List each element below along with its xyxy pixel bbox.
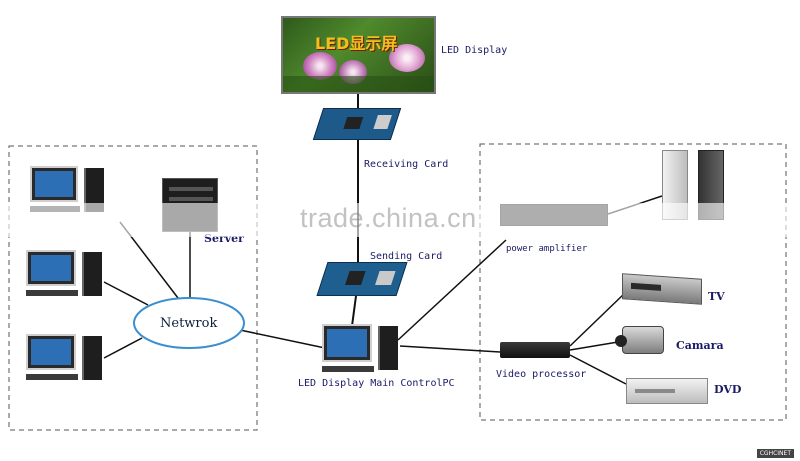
workstation-pc-3 bbox=[26, 334, 106, 386]
dvd-player-icon bbox=[626, 378, 708, 404]
tower-icon bbox=[82, 252, 102, 296]
tv-box-icon bbox=[622, 273, 702, 305]
dvd-label: DVD bbox=[714, 383, 742, 396]
tv-label: TV bbox=[708, 290, 725, 303]
leaf-bg bbox=[283, 76, 434, 92]
monitor-icon bbox=[26, 250, 76, 286]
main-control-pc bbox=[322, 324, 402, 376]
sending-card-board bbox=[316, 262, 408, 296]
flower-1 bbox=[303, 52, 337, 80]
watermark-text: trade.china.cn bbox=[300, 203, 477, 233]
receiving-card-port bbox=[373, 115, 392, 129]
monitor-icon bbox=[322, 324, 372, 362]
receiving-card-label: Receiving Card bbox=[364, 159, 449, 170]
network-label: Netwrok bbox=[160, 316, 218, 331]
led-display-label: LED Display bbox=[441, 45, 508, 56]
flower-3 bbox=[389, 44, 425, 72]
video-processor-label: Video processor bbox=[496, 369, 587, 380]
led-screen-text: LED显示屏 bbox=[315, 34, 398, 53]
videoproc-camera-link bbox=[569, 341, 619, 351]
keyboard-icon bbox=[26, 290, 78, 296]
tower-icon bbox=[82, 336, 102, 380]
tower-icon bbox=[378, 326, 398, 370]
tower-icon bbox=[84, 168, 104, 212]
pc-videoproc-link bbox=[399, 345, 501, 353]
workstation-group-box bbox=[8, 145, 258, 431]
av-group-box bbox=[479, 143, 787, 421]
monitor-icon bbox=[30, 166, 78, 202]
sender-pc-link bbox=[351, 295, 357, 327]
network-ellipse bbox=[133, 297, 245, 349]
sending-card-port bbox=[375, 271, 396, 285]
watermark-band bbox=[0, 203, 800, 237]
video-processor-icon bbox=[500, 342, 570, 358]
receiving-card-chip bbox=[343, 117, 364, 129]
pc-amplifier-link bbox=[397, 239, 507, 341]
sending-card-chip bbox=[345, 271, 366, 285]
keyboard-icon bbox=[26, 374, 78, 380]
camera-icon bbox=[615, 326, 664, 354]
network-pc-link bbox=[239, 329, 326, 349]
monitor-icon bbox=[26, 334, 76, 370]
workstation-pc-2 bbox=[26, 250, 106, 302]
keyboard-icon bbox=[322, 366, 374, 372]
receiving-card-board bbox=[312, 108, 402, 140]
camera-label: Camara bbox=[676, 339, 724, 352]
led-display-screen: LED显示屏 bbox=[281, 16, 436, 94]
pc3-network-link bbox=[103, 337, 143, 359]
videoproc-tv-link bbox=[569, 291, 627, 347]
power-amplifier-label: power amplifier bbox=[506, 244, 588, 254]
videoproc-dvd-link bbox=[569, 354, 627, 385]
sending-card-label: Sending Card bbox=[370, 251, 443, 262]
pc2-network-link bbox=[103, 281, 149, 306]
corner-tag: CGHCINET bbox=[756, 449, 794, 458]
main-pc-label: LED Display Main ControlPC bbox=[298, 378, 455, 389]
